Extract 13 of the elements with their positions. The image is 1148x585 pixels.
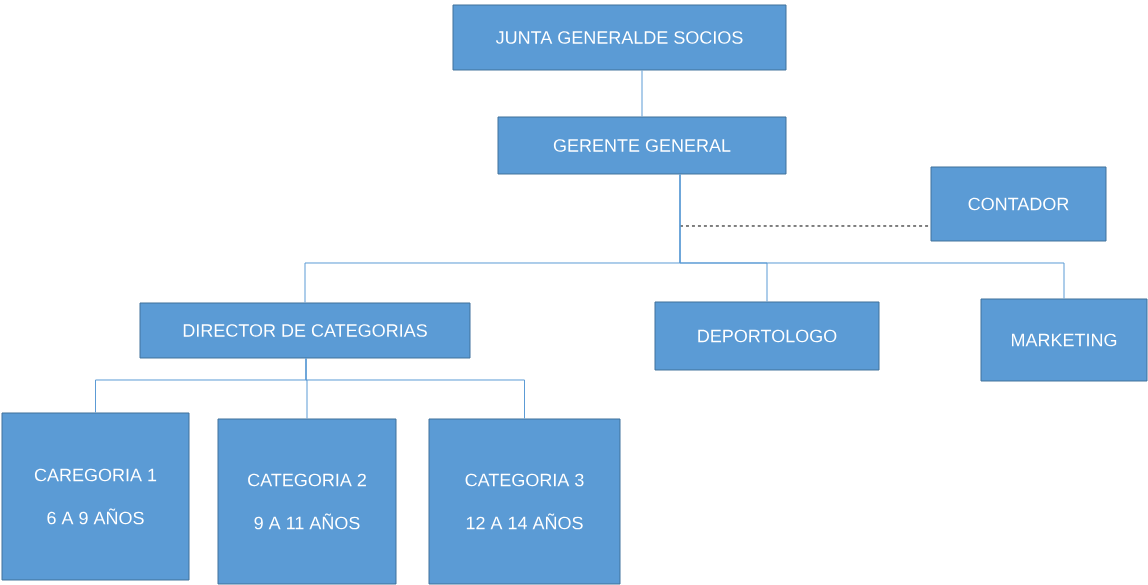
- connector-line: [679, 225, 931, 227]
- org-box: CATEGORIA 3 12 A 14 AÑOS: [428, 418, 621, 585]
- org-box: GERENTE GENERAL: [497, 116, 787, 175]
- org-box: DIRECTOR DE CATEGORIAS: [139, 302, 471, 359]
- org-box: MARKETING: [980, 298, 1148, 382]
- connector-line: [305, 358, 525, 419]
- connector-line: [679, 174, 1065, 299]
- org-box: CAREGORIA 1 6 A 9 AÑOS: [1, 412, 190, 581]
- org-box: DEPORTOLOGO: [654, 301, 880, 371]
- org-box: CONTADOR: [930, 166, 1107, 242]
- org-box: CATEGORIA 2 9 A 11 AÑOS: [217, 418, 397, 585]
- connector-line: [641, 70, 643, 117]
- org-box: JUNTA GENERALDE SOCIOS: [452, 4, 787, 71]
